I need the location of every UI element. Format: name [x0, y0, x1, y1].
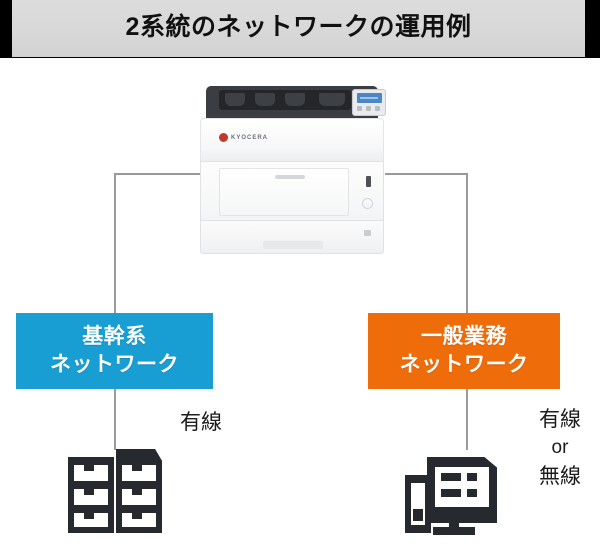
printer-power-button-icon	[362, 198, 373, 209]
printer-front-cover	[219, 168, 349, 216]
printer-brand-label: KYOCERA	[231, 134, 269, 141]
connector-core-to-factory	[114, 388, 116, 450]
connection-label-office-line3: 無線	[539, 464, 581, 488]
printer-output-slot	[319, 93, 345, 106]
connection-label-core: 有線	[168, 408, 234, 438]
printer-lcd-screen	[357, 93, 382, 103]
printer-lcd-text-line	[360, 97, 378, 99]
connector-office-vertical-upper	[466, 173, 468, 314]
connection-label-office: 有線 or 無線	[527, 405, 593, 492]
printer-output-slot	[285, 93, 305, 106]
printer-usb-port-icon	[366, 176, 371, 187]
kyocera-logo-mark-icon	[219, 133, 228, 142]
printer-body-upper: KYOCERA	[200, 118, 384, 162]
header-band	[12, 0, 585, 57]
printer-side-badge	[364, 230, 371, 236]
printer-panel-button	[366, 106, 371, 111]
page-title: 2系統のネットワークの運用例	[125, 12, 472, 41]
network-box-office[interactable]: 一般業務 ネットワーク	[368, 313, 560, 389]
office-building-icon	[405, 449, 501, 535]
network-box-office-line1: 一般業務	[421, 325, 507, 349]
connector-printer-to-office-horizontal	[385, 173, 468, 175]
network-box-core-line2: ネットワーク	[50, 353, 179, 376]
connection-label-core-text: 有線	[180, 411, 222, 434]
printer-body-middle	[200, 161, 384, 221]
connection-label-office-line1: 有線	[539, 408, 581, 431]
printer-output-slot	[225, 93, 245, 106]
connector-printer-to-core-horizontal	[115, 173, 201, 175]
network-box-core[interactable]: 基幹系 ネットワーク	[16, 313, 213, 389]
connector-office-to-office-building	[466, 388, 468, 450]
printer-brand-logo: KYOCERA	[219, 133, 268, 142]
printer-icon: KYOCERA	[192, 84, 392, 254]
printer-output-tray	[219, 90, 351, 110]
printer-paper-cassette	[200, 220, 384, 254]
factory-building-icon	[68, 449, 162, 533]
printer-panel-button	[375, 106, 380, 111]
printer-control-panel	[352, 89, 386, 116]
printer-panel-button	[357, 106, 362, 111]
printer-cover-handle	[275, 175, 305, 179]
connection-label-office-line2: or	[551, 436, 569, 458]
network-box-office-line2: ネットワーク	[399, 353, 529, 376]
printer-output-slot	[255, 93, 275, 106]
network-box-core-line1: 基幹系	[82, 325, 147, 349]
connector-core-vertical-upper	[114, 173, 116, 314]
printer-cassette-handle	[263, 241, 323, 249]
